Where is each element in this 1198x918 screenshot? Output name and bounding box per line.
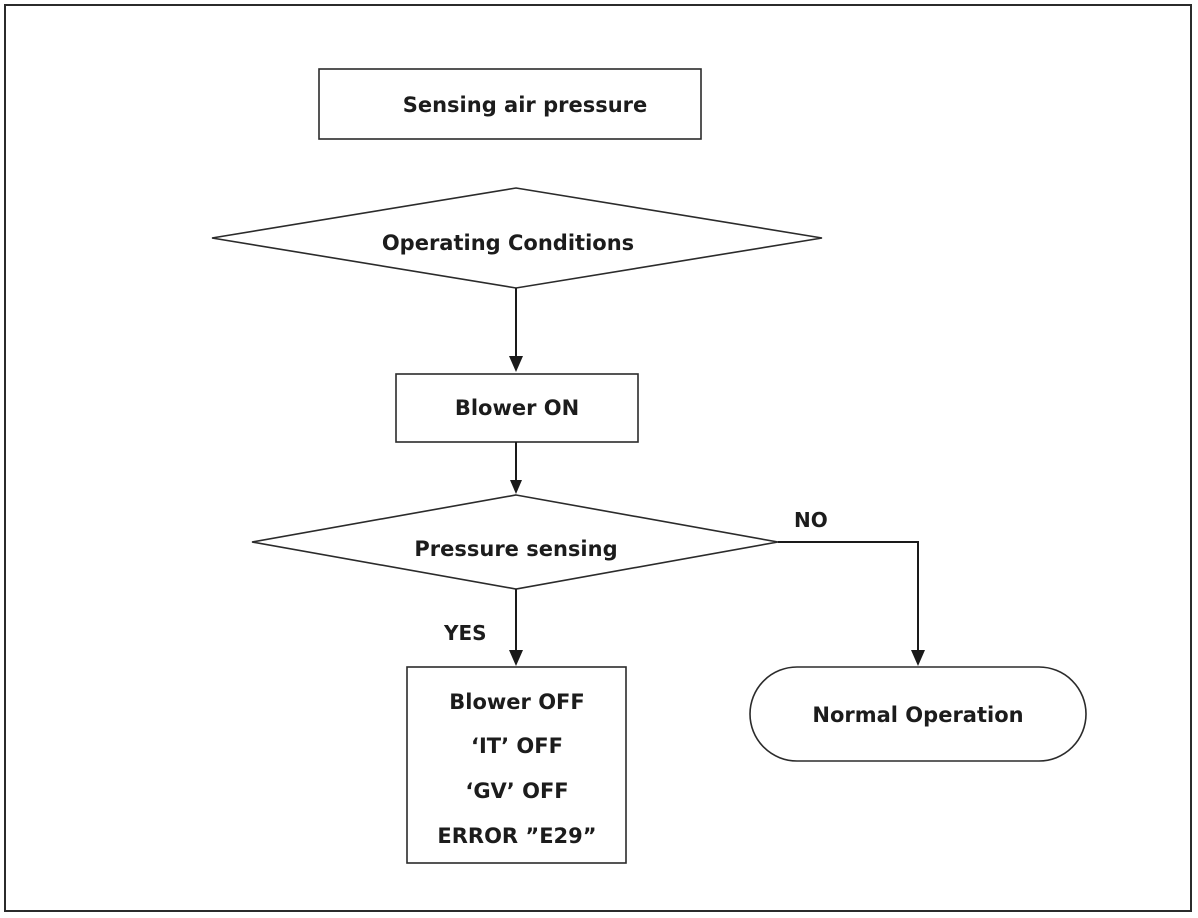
error-process-box bbox=[406, 666, 627, 864]
arrowhead-blower-to-sensing bbox=[510, 480, 522, 494]
arrowhead-yes-branch bbox=[509, 650, 523, 666]
error-line-it-off: ‘IT’ OFF bbox=[471, 734, 563, 758]
normal-operation-terminal bbox=[749, 666, 1087, 762]
pressure-sensing-label: Pressure sensing bbox=[414, 537, 617, 561]
normal-operation-label: Normal Operation bbox=[812, 703, 1023, 727]
start-process-label: Sensing air pressure bbox=[403, 93, 648, 117]
blower-on-label: Blower ON bbox=[455, 396, 579, 420]
arrowhead-no-branch bbox=[911, 650, 925, 666]
error-line-error-code: ERROR ”E29” bbox=[437, 824, 596, 848]
arrow-no-branch bbox=[778, 541, 919, 650]
error-line-gv-off: ‘GV’ OFF bbox=[465, 779, 568, 803]
yes-branch-label: YES bbox=[443, 621, 487, 645]
arrowhead-conditions-to-blower bbox=[509, 356, 523, 372]
operating-conditions-label: Operating Conditions bbox=[382, 231, 634, 255]
error-line-blower-off: Blower OFF bbox=[449, 690, 585, 714]
no-branch-label: NO bbox=[794, 508, 828, 532]
blower-on-box bbox=[395, 373, 639, 443]
start-process-box bbox=[318, 68, 702, 140]
